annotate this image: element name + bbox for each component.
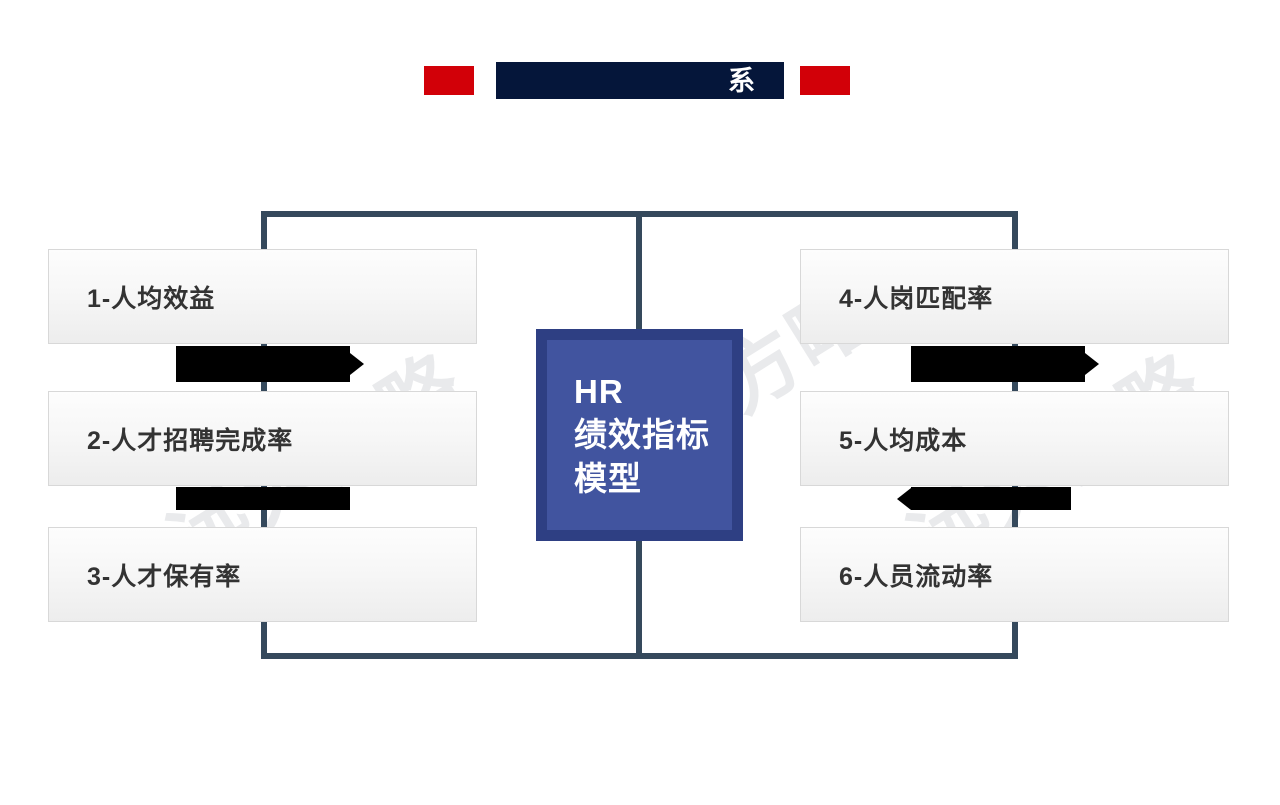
title-visible-text: 系 [728,66,755,96]
redaction-bar-left-lower [176,487,350,510]
metric-card-3-label: 3-人才保有率 [87,562,242,591]
redaction-bar-left-upper [176,346,364,382]
center-node-line-2: 绩效指标 [574,416,710,454]
metric-card-1[interactable]: 1-人均效益 [48,249,477,344]
redaction-bar-right-lower [897,487,1071,510]
metric-card-5[interactable]: 5-人均成本 [800,391,1229,486]
metric-card-1-label: 1-人均效益 [87,284,216,313]
metric-card-4[interactable]: 4-人岗匹配率 [800,249,1229,344]
metric-card-6[interactable]: 6-人员流动率 [800,527,1229,622]
metric-card-4-label: 4-人岗匹配率 [839,284,994,313]
slide-title-band: 系 [0,62,1280,102]
connector-center-lower [636,540,642,659]
metric-card-2-label: 2-人才招聘完成率 [87,426,294,455]
center-node-line-3: 模型 [574,459,642,497]
metric-card-2[interactable]: 2-人才招聘完成率 [48,391,477,486]
center-node-line-1: HR [574,372,624,410]
redaction-bar-right-upper [911,346,1099,382]
title-redaction-bar [496,62,784,99]
center-node[interactable]: HR 绩效指标 模型 [536,329,743,541]
title-accent-left [424,66,474,95]
metric-card-6-label: 6-人员流动率 [839,562,994,591]
metric-card-3[interactable]: 3-人才保有率 [48,527,477,622]
connector-center-upper [636,211,642,330]
metric-card-5-label: 5-人均成本 [839,426,968,455]
center-node-inner: HR 绩效指标 模型 [547,340,732,530]
title-accent-right [800,66,850,95]
